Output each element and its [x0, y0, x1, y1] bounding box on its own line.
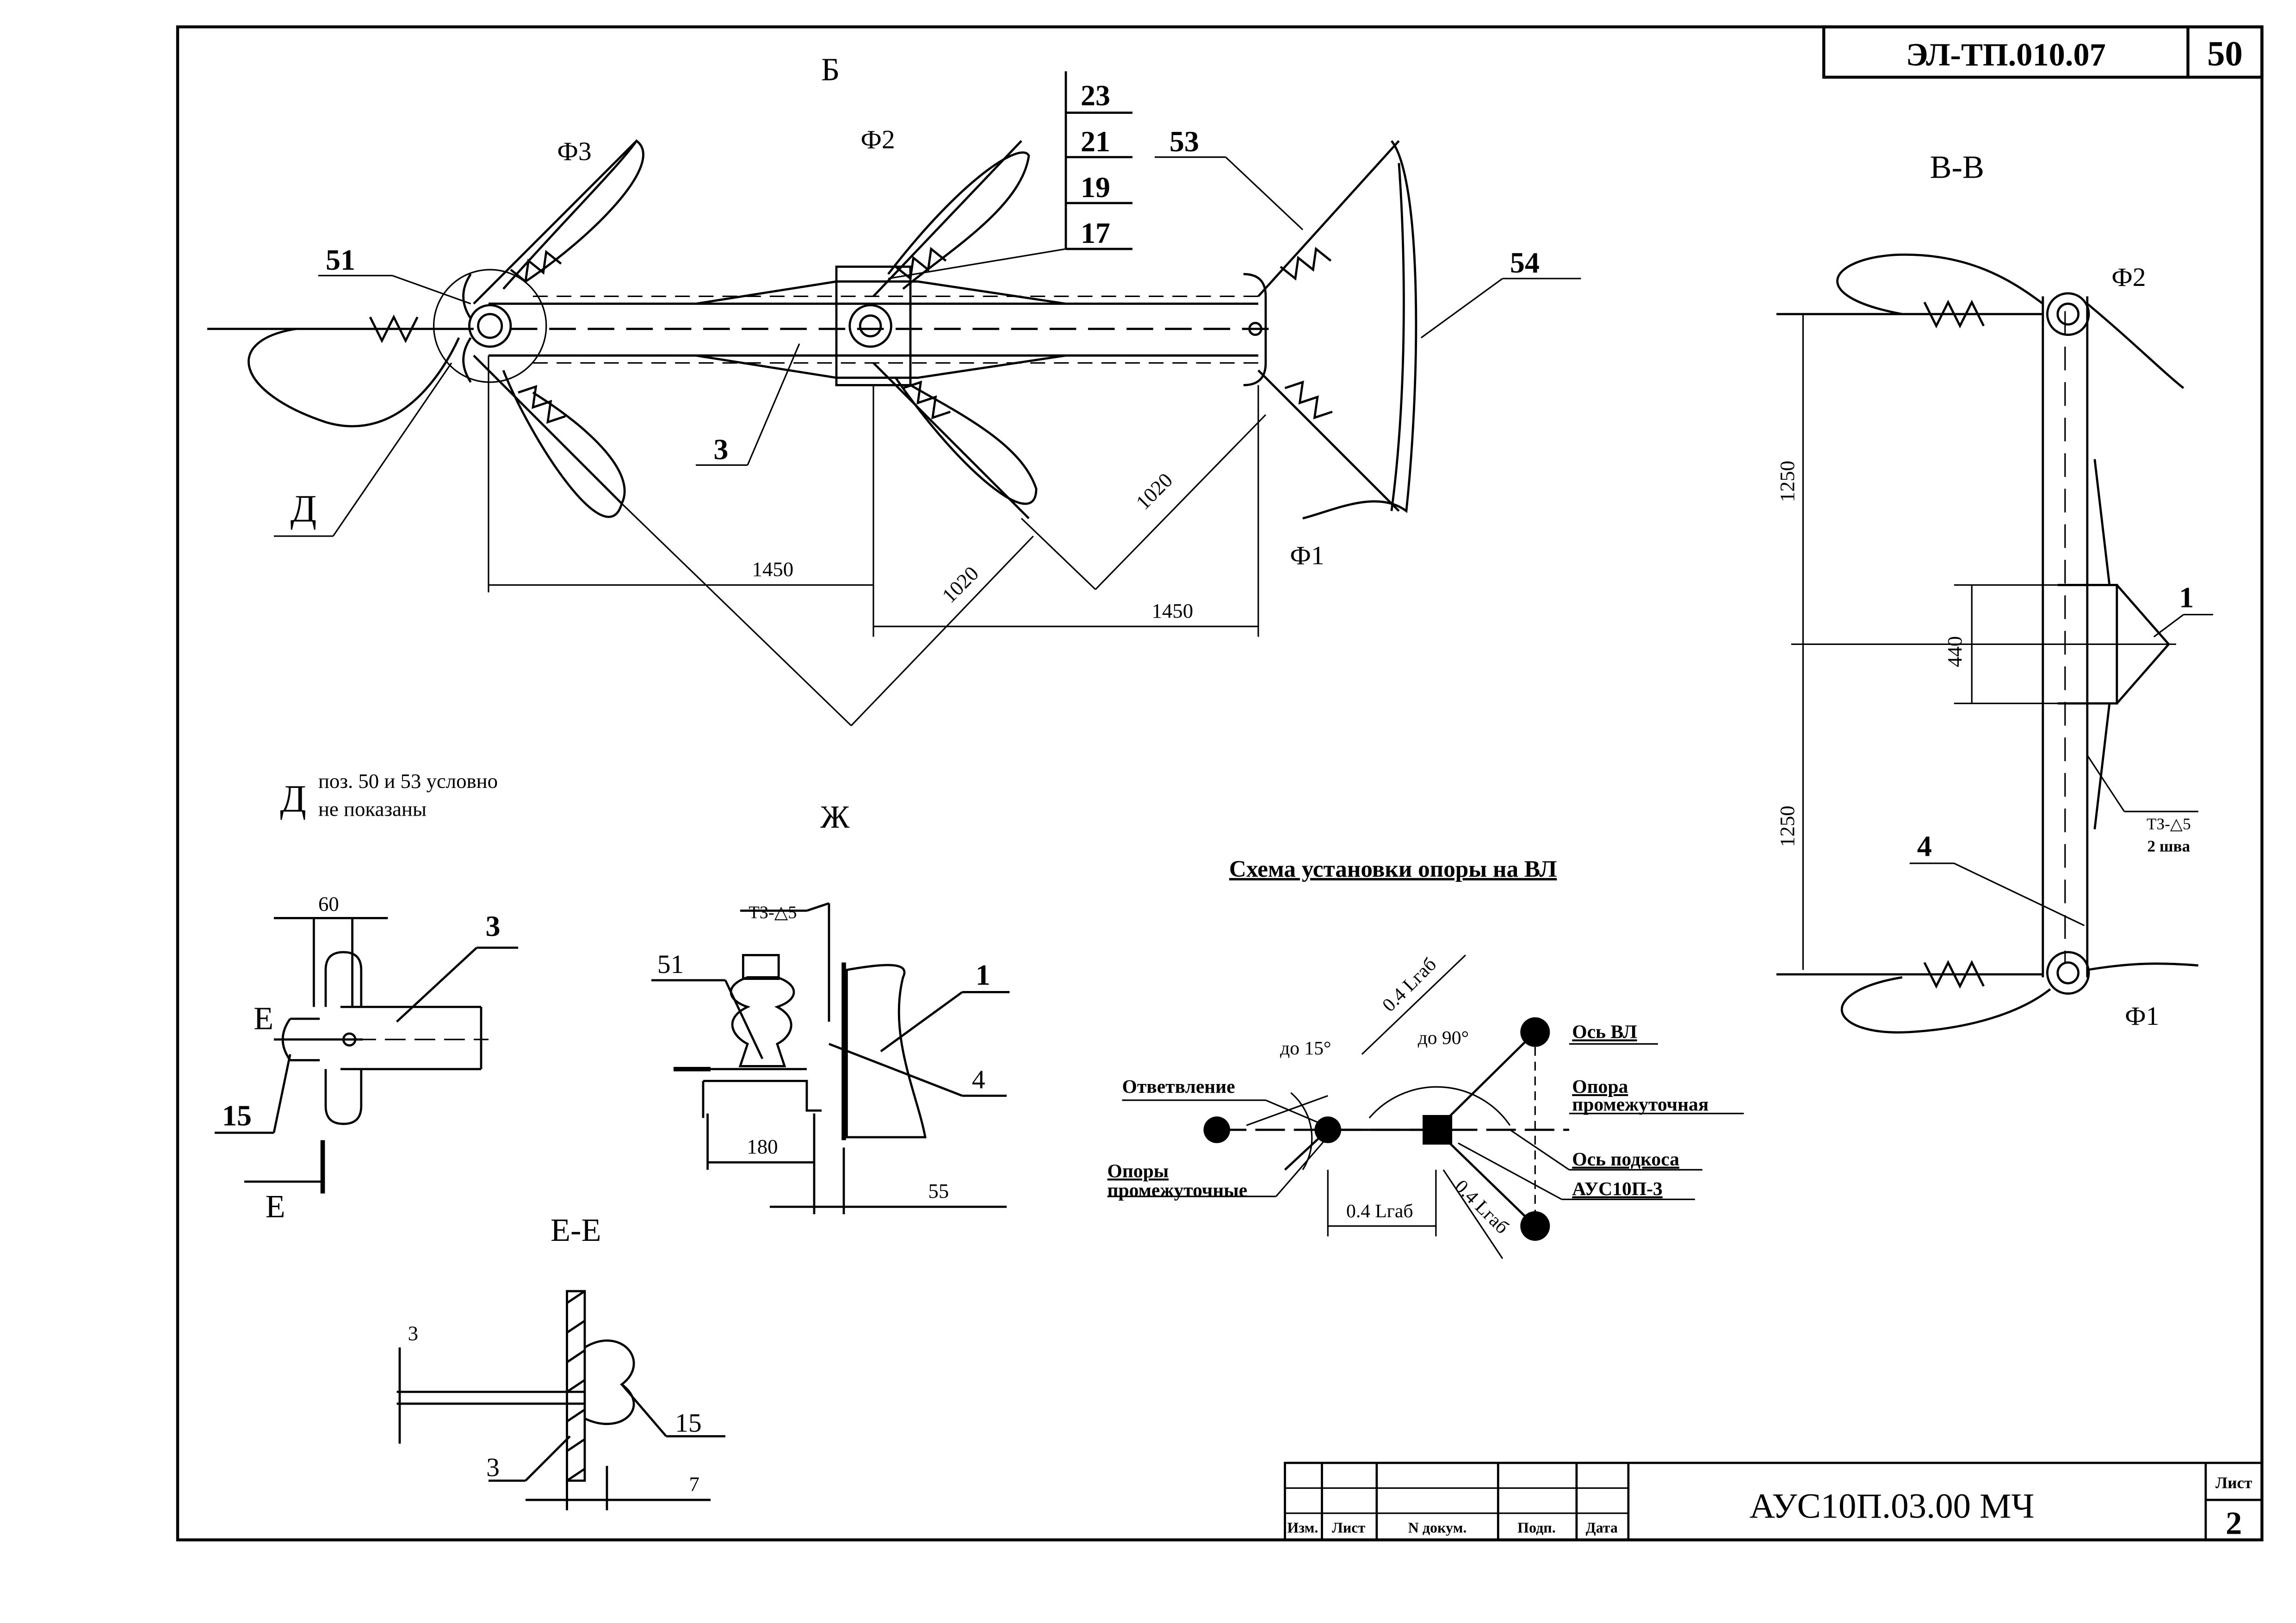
phase-f2-vv: Ф2 — [2111, 263, 2146, 292]
crossarm-top-view — [433, 266, 1273, 386]
tb-col-list: Лист — [1332, 1519, 1365, 1536]
dim-1020-right: 1020 — [1132, 468, 1177, 514]
detail-d-drawing — [214, 917, 518, 1194]
section-vv-title: В-В — [1930, 149, 1984, 185]
phase-f3-top: Ф3 — [557, 137, 591, 166]
dim-440: 440 — [1943, 636, 1966, 667]
callout-51-top: 51 — [326, 243, 355, 276]
scheme-nodes — [1203, 1017, 1550, 1241]
pos-label-17: 17 — [1081, 217, 1110, 249]
insulator-strings — [207, 139, 1417, 520]
label-intermediate-supports-1: Опоры — [1108, 1160, 1169, 1181]
top-view-leaders — [273, 156, 1581, 537]
callout-53: 53 — [1170, 125, 1199, 158]
callout-54: 54 — [1510, 246, 1540, 279]
label-span-mid: 0.4 Lгаб — [1346, 1200, 1413, 1221]
callout-15-ee: 15 — [675, 1409, 702, 1438]
phase-f1-vv: Ф1 — [2125, 1002, 2159, 1031]
callout-3-top: 3 — [713, 433, 728, 465]
dim-1250-top: 1250 — [1776, 461, 1799, 502]
label-branch: Ответвление — [1122, 1076, 1235, 1097]
sheet-number: 50 — [2207, 34, 2243, 73]
dim-1450-left: 1450 — [752, 558, 794, 581]
dim-7: 7 — [689, 1473, 699, 1496]
callout-51-zh: 51 — [657, 950, 684, 979]
note-d-line1: поз. 50 и 53 условно — [318, 769, 498, 793]
tb-designation: АУС10П.03.00 МЧ — [1750, 1486, 2035, 1525]
view-zh-drawing — [651, 902, 1010, 1214]
callout-3-ee: 3 — [486, 1453, 500, 1482]
note-d-letter: Д — [280, 777, 306, 820]
callout-4-vv: 4 — [1917, 830, 1932, 862]
callout-15-detail: 15 — [222, 1099, 252, 1132]
cut-mark-e-top: Е — [254, 1000, 273, 1036]
weld-note-vv: 2 шва — [2147, 837, 2190, 855]
callout-1-zh: 1 — [976, 958, 990, 991]
pos-label-23: 23 — [1081, 79, 1110, 112]
tb-sheet: 2 — [2226, 1505, 2242, 1542]
dim-1450-right: 1450 — [1152, 599, 1194, 622]
title-block — [1284, 1462, 2263, 1541]
tb-sheet-label: Лист — [2216, 1474, 2252, 1492]
weld-symbol-zh: ТЗ-△5 — [749, 903, 797, 922]
dim-60: 60 — [318, 892, 339, 915]
scheme-title: Схема установки опоры на ВЛ — [1229, 856, 1557, 882]
callout-1-vv: 1 — [2179, 581, 2194, 613]
label-span-top: 0.4 Lгаб — [1378, 954, 1441, 1016]
sheet-frame — [176, 25, 2264, 1542]
callout-3-detail: 3 — [486, 910, 501, 942]
cut-mark-e-bottom: Е — [266, 1189, 285, 1225]
callout-4-zh: 4 — [972, 1065, 985, 1094]
tb-col-izm: Изм. — [1287, 1519, 1318, 1536]
view-d-marker: Д — [291, 487, 317, 530]
dim-1020-left: 1020 — [937, 562, 983, 607]
label-model: АУС10П-3 — [1572, 1178, 1662, 1199]
label-angle90: до 90° — [1418, 1027, 1469, 1048]
weld-symbol-vv: ТЗ-△5 — [2147, 815, 2191, 833]
position-stack — [888, 71, 1133, 279]
dim-1250-bottom: 1250 — [1776, 805, 1799, 847]
label-axis-vl: Ось ВЛ — [1572, 1021, 1637, 1042]
dim-55: 55 — [928, 1179, 949, 1202]
dim-180: 180 — [747, 1135, 778, 1158]
section-ee-title: Е-Е — [551, 1212, 601, 1248]
view-zh-title: Ж — [820, 799, 850, 835]
label-strut-axis: Ось подкоса — [1572, 1148, 1679, 1170]
view-b-title: Б — [821, 51, 840, 87]
label-intermediate-support-2: промежуточная — [1572, 1093, 1708, 1115]
top-view-dimensions — [488, 355, 1267, 726]
tb-col-doc: N докум. — [1408, 1519, 1467, 1536]
dim-3: 3 — [408, 1321, 418, 1344]
phase-f2-top: Ф2 — [860, 125, 895, 154]
tb-col-date: Дата — [1586, 1519, 1618, 1536]
label-intermediate-support-1: Опора — [1572, 1076, 1628, 1097]
pos-label-21: 21 — [1081, 125, 1110, 158]
doc-code: ЭЛ-ТП.010.07 — [1906, 37, 2106, 73]
label-intermediate-supports-2: промежуточные — [1108, 1179, 1248, 1201]
pos-label-19: 19 — [1081, 171, 1110, 204]
section-ee-drawing — [396, 1290, 725, 1511]
label-angle15: до 15° — [1280, 1037, 1331, 1059]
note-d-line2: не показаны — [318, 798, 427, 821]
scheme-drawing — [1107, 954, 1744, 1259]
tb-col-sign: Подп. — [1517, 1519, 1556, 1536]
phase-f1-top: Ф1 — [1290, 541, 1324, 570]
section-vv-dims — [1791, 314, 2213, 970]
